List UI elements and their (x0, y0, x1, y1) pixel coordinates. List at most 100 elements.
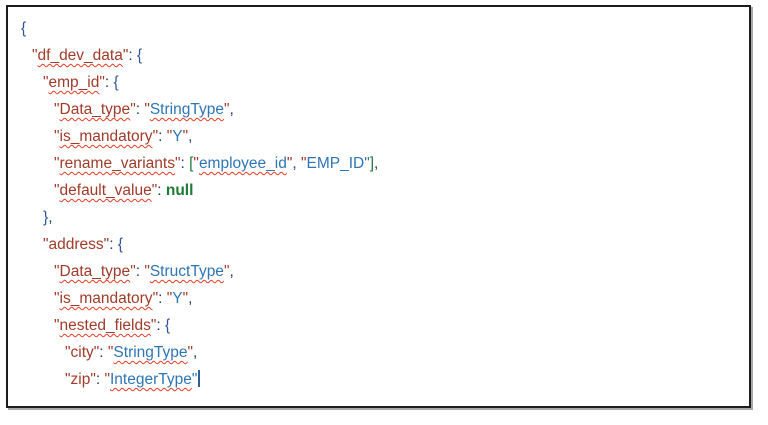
code-token: " (104, 371, 110, 388)
code-token: " (144, 101, 150, 118)
code-token: : (128, 47, 137, 64)
code-token: } (43, 209, 49, 226)
code-token: ] (369, 155, 375, 172)
code-token: " (151, 182, 158, 199)
code-line: "is_mandatory": "Y", (8, 123, 749, 150)
code-token: " (166, 290, 173, 307)
code-token: : (135, 101, 145, 118)
code-token: [ (189, 155, 194, 172)
code-block[interactable]: {"df_dev_data": {"emp_id": {"Data_type":… (8, 7, 749, 406)
code-token: zip (70, 371, 91, 388)
code-line: }, (8, 204, 749, 231)
code-line: "zip": "IntegerType" (8, 366, 749, 393)
code-token: " (193, 155, 199, 172)
code-token: EMP_ID (306, 155, 365, 172)
code-line: "emp_id": { (8, 69, 749, 96)
code-line: "nested_fields": { (8, 312, 749, 339)
code-token: Y (172, 128, 183, 145)
code-token: city (70, 344, 94, 361)
code-token: " (166, 128, 173, 145)
code-token: address (48, 236, 104, 253)
code-token: : (158, 128, 167, 145)
code-token: { (136, 47, 143, 64)
code-token: { (21, 20, 27, 37)
code-token: " (99, 74, 105, 91)
code-line: { (8, 15, 749, 42)
code-token: , (229, 101, 234, 118)
code-token: " (103, 236, 110, 253)
code-token: " (364, 155, 370, 172)
code-token: employee_id (198, 155, 287, 172)
code-token: : (95, 371, 105, 388)
code-token: " (152, 290, 159, 307)
code-token: " (43, 236, 49, 253)
code-line: "df_dev_data": { (8, 42, 749, 69)
code-token: is_mandatory (59, 290, 153, 307)
code-line: "Data_type": "StringType", (8, 96, 749, 123)
code-token: emp_id (48, 74, 100, 91)
code-line: "is_mandatory": "Y", (8, 285, 749, 312)
code-line: "city": "StringType", (8, 339, 749, 366)
code-token: " (54, 182, 60, 199)
code-token: null (165, 182, 194, 199)
code-line: "rename_variants": ["employee_id", "EMP_… (8, 150, 749, 177)
code-token: : (109, 236, 118, 253)
code-token: " (187, 344, 194, 361)
code-token: rename_variants (59, 155, 175, 172)
code-token: " (122, 47, 129, 64)
code-token: : (99, 344, 108, 361)
code-token: default_value (59, 182, 152, 199)
code-token: " (54, 101, 60, 118)
code-token: IntegerType (110, 371, 192, 388)
code-token: " (182, 290, 189, 307)
code-token: " (130, 101, 136, 118)
code-token: " (191, 371, 198, 388)
code-token: Data_type (59, 101, 131, 118)
code-token: , (292, 155, 301, 172)
code-token: " (286, 155, 293, 172)
code-token: " (54, 317, 60, 334)
code-token: StringType (113, 344, 188, 361)
code-token: , (193, 344, 198, 361)
code-token: " (54, 128, 60, 145)
document-text-box: {"df_dev_data": {"emp_id": {"Data_type":… (6, 5, 751, 408)
code-token: , (229, 263, 234, 280)
code-token: is_mandatory (59, 128, 153, 145)
code-token: " (300, 155, 307, 172)
code-line: "default_value": null (8, 177, 749, 204)
code-token: { (165, 317, 171, 334)
code-token: : (104, 74, 114, 91)
code-token: : (156, 317, 165, 334)
code-token: " (130, 263, 136, 280)
code-token: " (65, 371, 71, 388)
code-token: " (54, 155, 60, 172)
code-token: Y (172, 290, 183, 307)
code-token: : (180, 155, 190, 172)
code-token: " (152, 128, 159, 145)
code-token: , (48, 209, 53, 226)
code-token: df_dev_data (37, 47, 123, 64)
code-token: " (65, 344, 71, 361)
code-token: " (54, 263, 60, 280)
code-token: " (32, 47, 38, 64)
code-token: " (150, 317, 157, 334)
code-token: " (223, 101, 230, 118)
code-token: " (174, 155, 181, 172)
code-token: " (43, 74, 49, 91)
code-token: nested_fields (59, 317, 151, 334)
code-token: " (93, 344, 100, 361)
text-cursor (198, 370, 201, 387)
code-token: " (144, 263, 150, 280)
code-token: : (158, 290, 167, 307)
code-token: , (188, 128, 193, 145)
code-token: : (135, 263, 145, 280)
code-token: " (223, 263, 230, 280)
code-line: "address": { (8, 231, 749, 258)
code-token: " (107, 344, 114, 361)
code-token: : (157, 182, 166, 199)
code-token: " (54, 290, 60, 307)
code-token: " (90, 371, 96, 388)
code-token: Data_type (59, 263, 131, 280)
code-token: , (374, 155, 379, 172)
code-token: { (113, 74, 119, 91)
